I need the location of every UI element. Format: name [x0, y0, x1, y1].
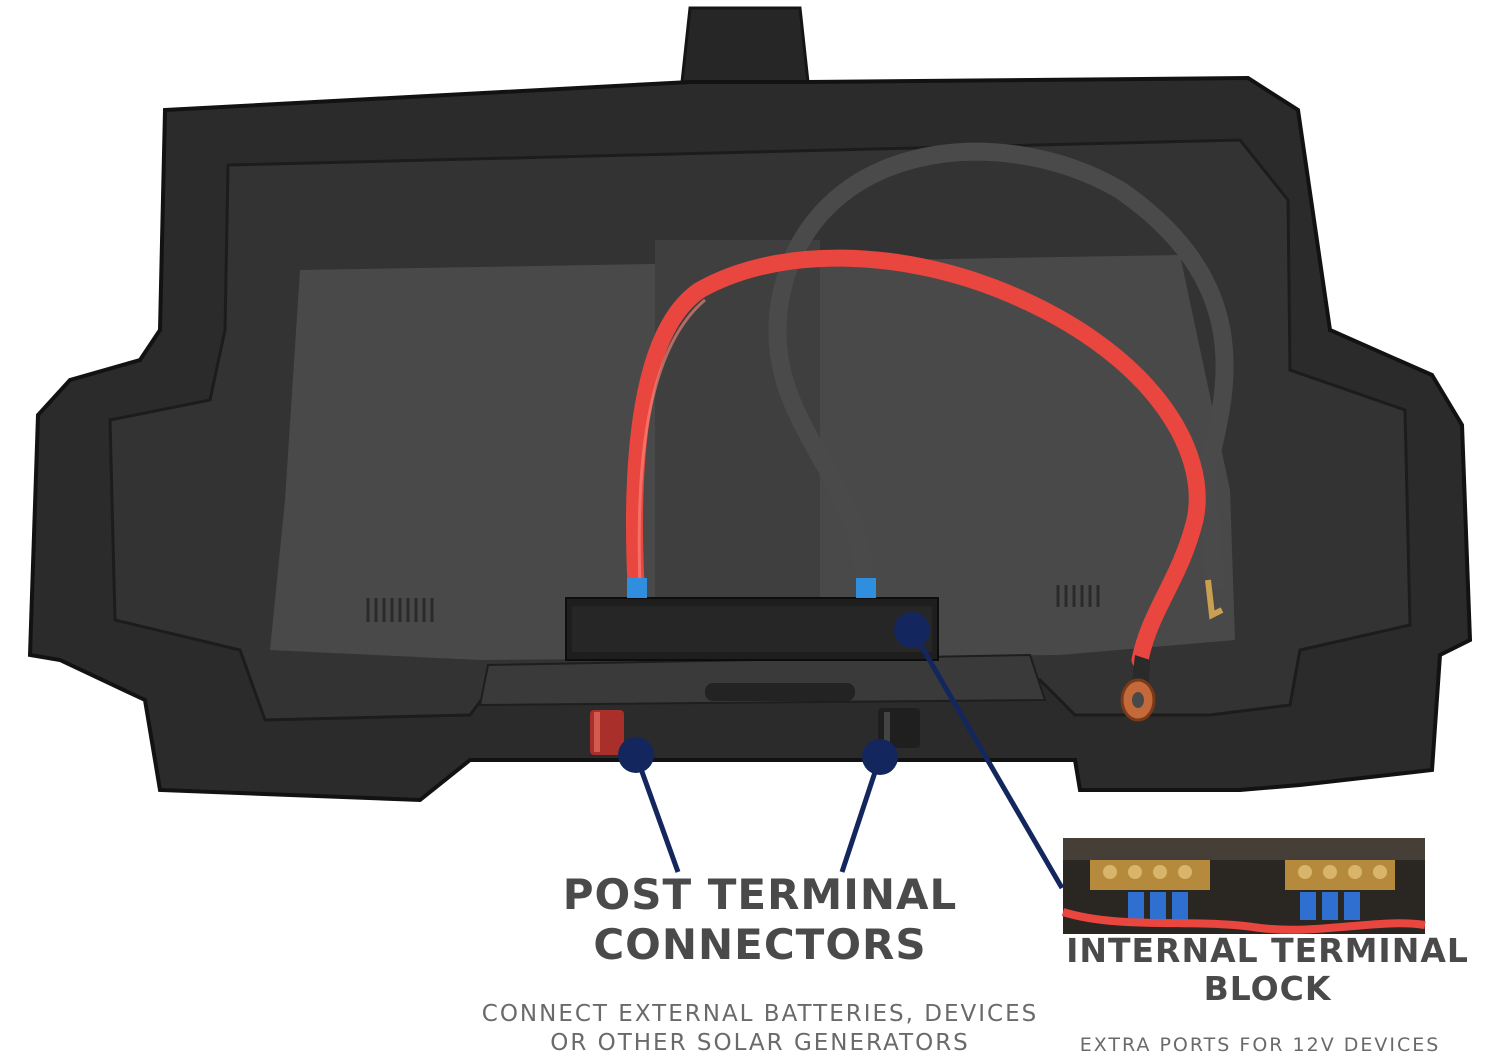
red-post-terminal [590, 710, 624, 755]
inset-terminal-photo [1061, 838, 1426, 934]
post-terminal-title-line1: POST TERMINAL [562, 870, 958, 919]
tray-handle-tab [680, 6, 810, 84]
callout-dot-black-post [862, 739, 898, 775]
callout-dot-terminal-block [894, 612, 930, 648]
internal-block-desc-line1: EXTRA PORTS FOR 12V DEVICES [1079, 1034, 1441, 1056]
cable-cap-right [856, 578, 876, 598]
red-cable [625, 249, 1206, 669]
terminal-block-bar [565, 597, 939, 661]
left-vent [366, 598, 434, 622]
post-terminal-title: POST TERMINAL CONNECTORS [560, 870, 960, 970]
right-vent [1056, 585, 1100, 607]
battery-tray [27, 6, 1473, 803]
post-terminal-description: CONNECT EXTERNAL BATTERIES, DEVICES OR O… [455, 1000, 1065, 1058]
internal-block-title-line1: INTERNAL TERMINAL [1066, 931, 1469, 970]
internal-block-title-line2: BLOCK [1203, 969, 1332, 1008]
ring-terminal [1120, 655, 1156, 722]
post-terminal-desc-line1: CONNECT EXTERNAL BATTERIES, DEVICES [481, 1001, 1039, 1027]
cable-cap-left [627, 578, 647, 598]
callout-dot-red-post [618, 737, 654, 773]
lip-slot [705, 683, 855, 701]
gray-cable [768, 142, 1234, 620]
internal-block-description: EXTRA PORTS FOR 12V DEVICES [1050, 1033, 1470, 1057]
callout-lines [633, 628, 1065, 890]
post-terminal-desc-line2: OR OTHER SOLAR GENERATORS [550, 1030, 970, 1056]
post-terminal-title-line2: CONNECTORS [593, 920, 927, 969]
black-post-terminal [878, 708, 920, 748]
internal-block-title: INTERNAL TERMINAL BLOCK [1060, 932, 1475, 1008]
